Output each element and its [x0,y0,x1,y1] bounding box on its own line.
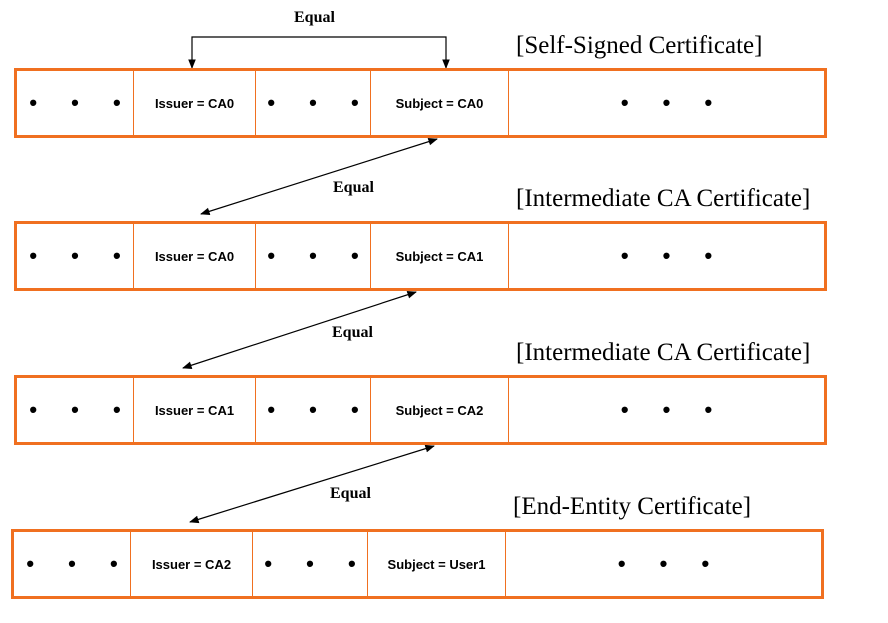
ellipsis-field: • • • [620,397,727,422]
subject-field: Subject = CA2 [371,378,509,442]
ellipsis-field: • • • [617,551,724,576]
ellipsis-field: • • • [17,224,134,288]
equal-arrow-ca1 [182,291,417,369]
certificate-intermediate-2: • • • Issuer = CA1 • • • Subject = CA2 •… [14,375,827,445]
issuer-field: Issuer = CA1 [134,378,256,442]
ellipsis-field: • • • [620,90,727,115]
subject-field: Subject = CA0 [371,71,509,135]
equal-arrow-self-signed [188,36,450,69]
issuer-field: Issuer = CA2 [131,532,253,596]
subject-field: Subject = User1 [368,532,506,596]
ellipsis-field: • • • [256,71,371,135]
equal-label: Equal [332,324,373,341]
ellipsis-field: • • • [14,532,131,596]
equal-label: Equal [294,9,335,26]
certificate-title: [Intermediate CA Certificate] [516,185,811,212]
certificate-self-signed: • • • Issuer = CA0 • • • Subject = CA0 •… [14,68,827,138]
ellipsis-field: • • • [253,532,368,596]
issuer-field: Issuer = CA0 [134,71,256,135]
issuer-field: Issuer = CA0 [134,224,256,288]
certificate-end-entity: • • • Issuer = CA2 • • • Subject = User1… [11,529,824,599]
certificate-intermediate-1: • • • Issuer = CA0 • • • Subject = CA1 •… [14,221,827,291]
certificate-title: [Intermediate CA Certificate] [516,339,811,366]
equal-arrow-ca0 [200,137,438,216]
ellipsis-field: • • • [17,71,134,135]
equal-label: Equal [333,179,374,196]
ellipsis-field: • • • [17,378,134,442]
subject-field: Subject = CA1 [371,224,509,288]
ellipsis-field: • • • [620,243,727,268]
ellipsis-field: • • • [256,224,371,288]
equal-label: Equal [330,485,371,502]
equal-arrow-ca2 [189,444,435,524]
certificate-title: [End-Entity Certificate] [513,493,752,520]
ellipsis-field: • • • [256,378,371,442]
certificate-title: [Self-Signed Certificate] [516,32,763,59]
